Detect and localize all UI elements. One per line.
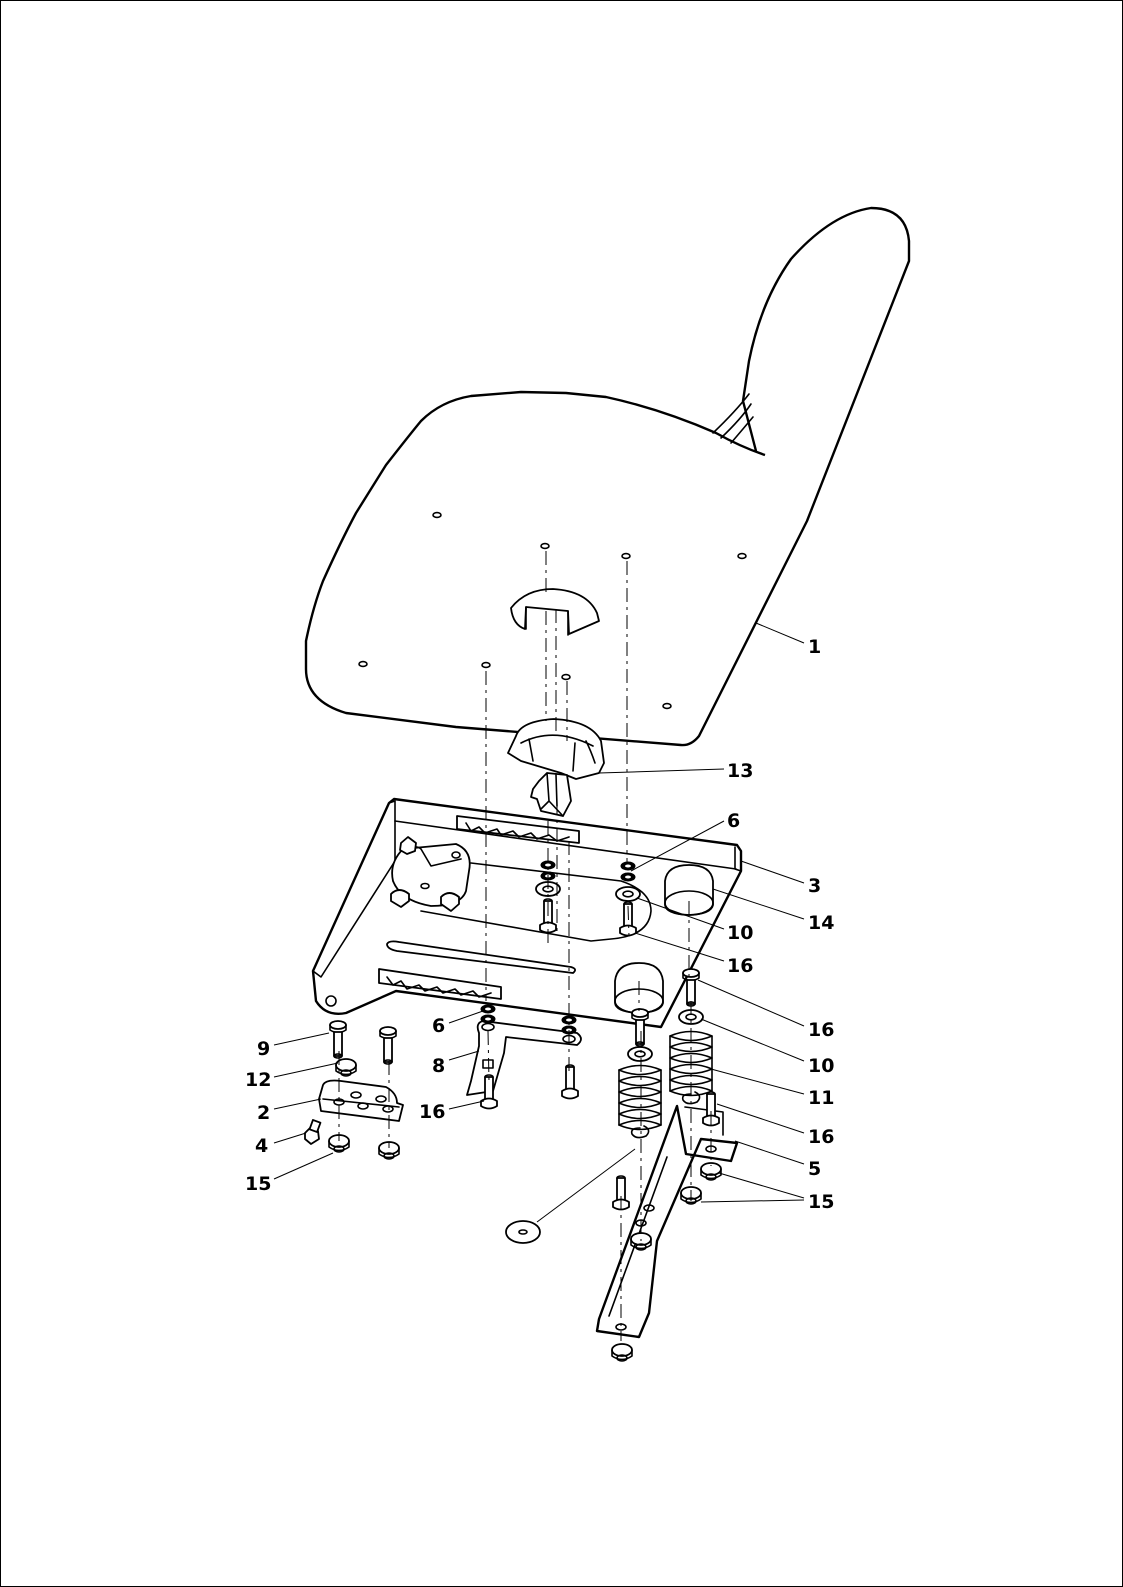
- leader-lines: [273, 622, 805, 1223]
- callout-16: 16: [808, 1019, 834, 1041]
- support-bracket: [505, 1091, 739, 1362]
- callout-11: 11: [808, 1087, 834, 1109]
- callout-16: 16: [727, 955, 753, 977]
- callout-2: 2: [257, 1102, 270, 1124]
- callout-15: 15: [245, 1173, 271, 1195]
- seat-cushion: [304, 206, 911, 747]
- callout-16: 16: [808, 1126, 834, 1148]
- assembly-axis-lines: [338, 551, 712, 1341]
- callout-4: 4: [255, 1135, 268, 1157]
- swivel-mechanism: [507, 718, 605, 817]
- callout-9: 9: [257, 1038, 270, 1060]
- front-bracket: [304, 1020, 404, 1160]
- callout-6: 6: [432, 1015, 445, 1037]
- slide-bracket: [466, 1004, 582, 1110]
- callout-5: 5: [808, 1158, 821, 1180]
- callout-10: 10: [808, 1055, 834, 1077]
- callout-13: 13: [727, 760, 753, 782]
- callout-3: 3: [808, 875, 821, 897]
- callout-10: 10: [727, 922, 753, 944]
- callout-labels: 1 13 6 3 14 10 16 16 10 11 16 5 15 6 8 1…: [245, 636, 834, 1213]
- callout-1: 1: [808, 636, 821, 658]
- callout-16: 16: [419, 1101, 445, 1123]
- callout-6: 6: [727, 810, 740, 832]
- callout-14: 14: [808, 912, 834, 934]
- callout-15: 15: [808, 1191, 834, 1213]
- callout-8: 8: [432, 1055, 445, 1077]
- callout-12: 12: [245, 1069, 271, 1091]
